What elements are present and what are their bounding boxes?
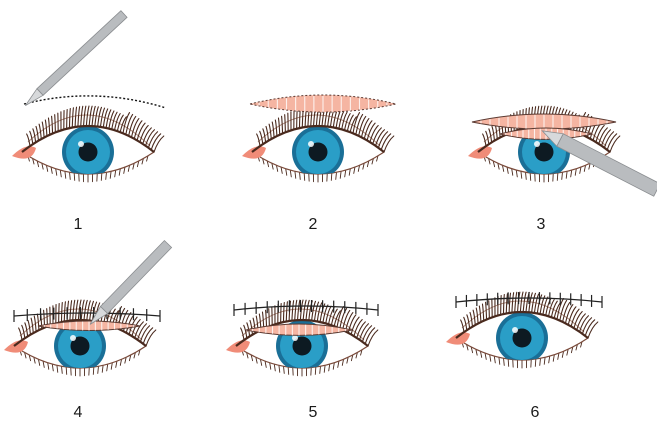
- eye-highlight: [308, 141, 314, 147]
- step-label-4: 4: [58, 404, 98, 422]
- eye-highlight: [70, 335, 76, 341]
- scalpel-1: [25, 11, 127, 106]
- skin-strip-2: [250, 95, 396, 112]
- suture-6: [456, 292, 602, 308]
- step-label-5: 5: [293, 404, 333, 422]
- scalpel-4: [90, 241, 172, 325]
- step-label-2: 2: [293, 216, 333, 234]
- step-label-6: 6: [515, 404, 555, 422]
- eye-highlight: [292, 335, 298, 341]
- step-label-3: 3: [521, 216, 561, 234]
- eye-1: [12, 106, 164, 182]
- eye-5: [226, 300, 378, 376]
- eye-2: [242, 106, 394, 182]
- eye-highlight: [534, 141, 540, 147]
- eye-highlight: [78, 141, 84, 147]
- eye-highlight: [512, 327, 518, 333]
- eye-6: [446, 292, 598, 368]
- step-label-1: 1: [58, 216, 98, 234]
